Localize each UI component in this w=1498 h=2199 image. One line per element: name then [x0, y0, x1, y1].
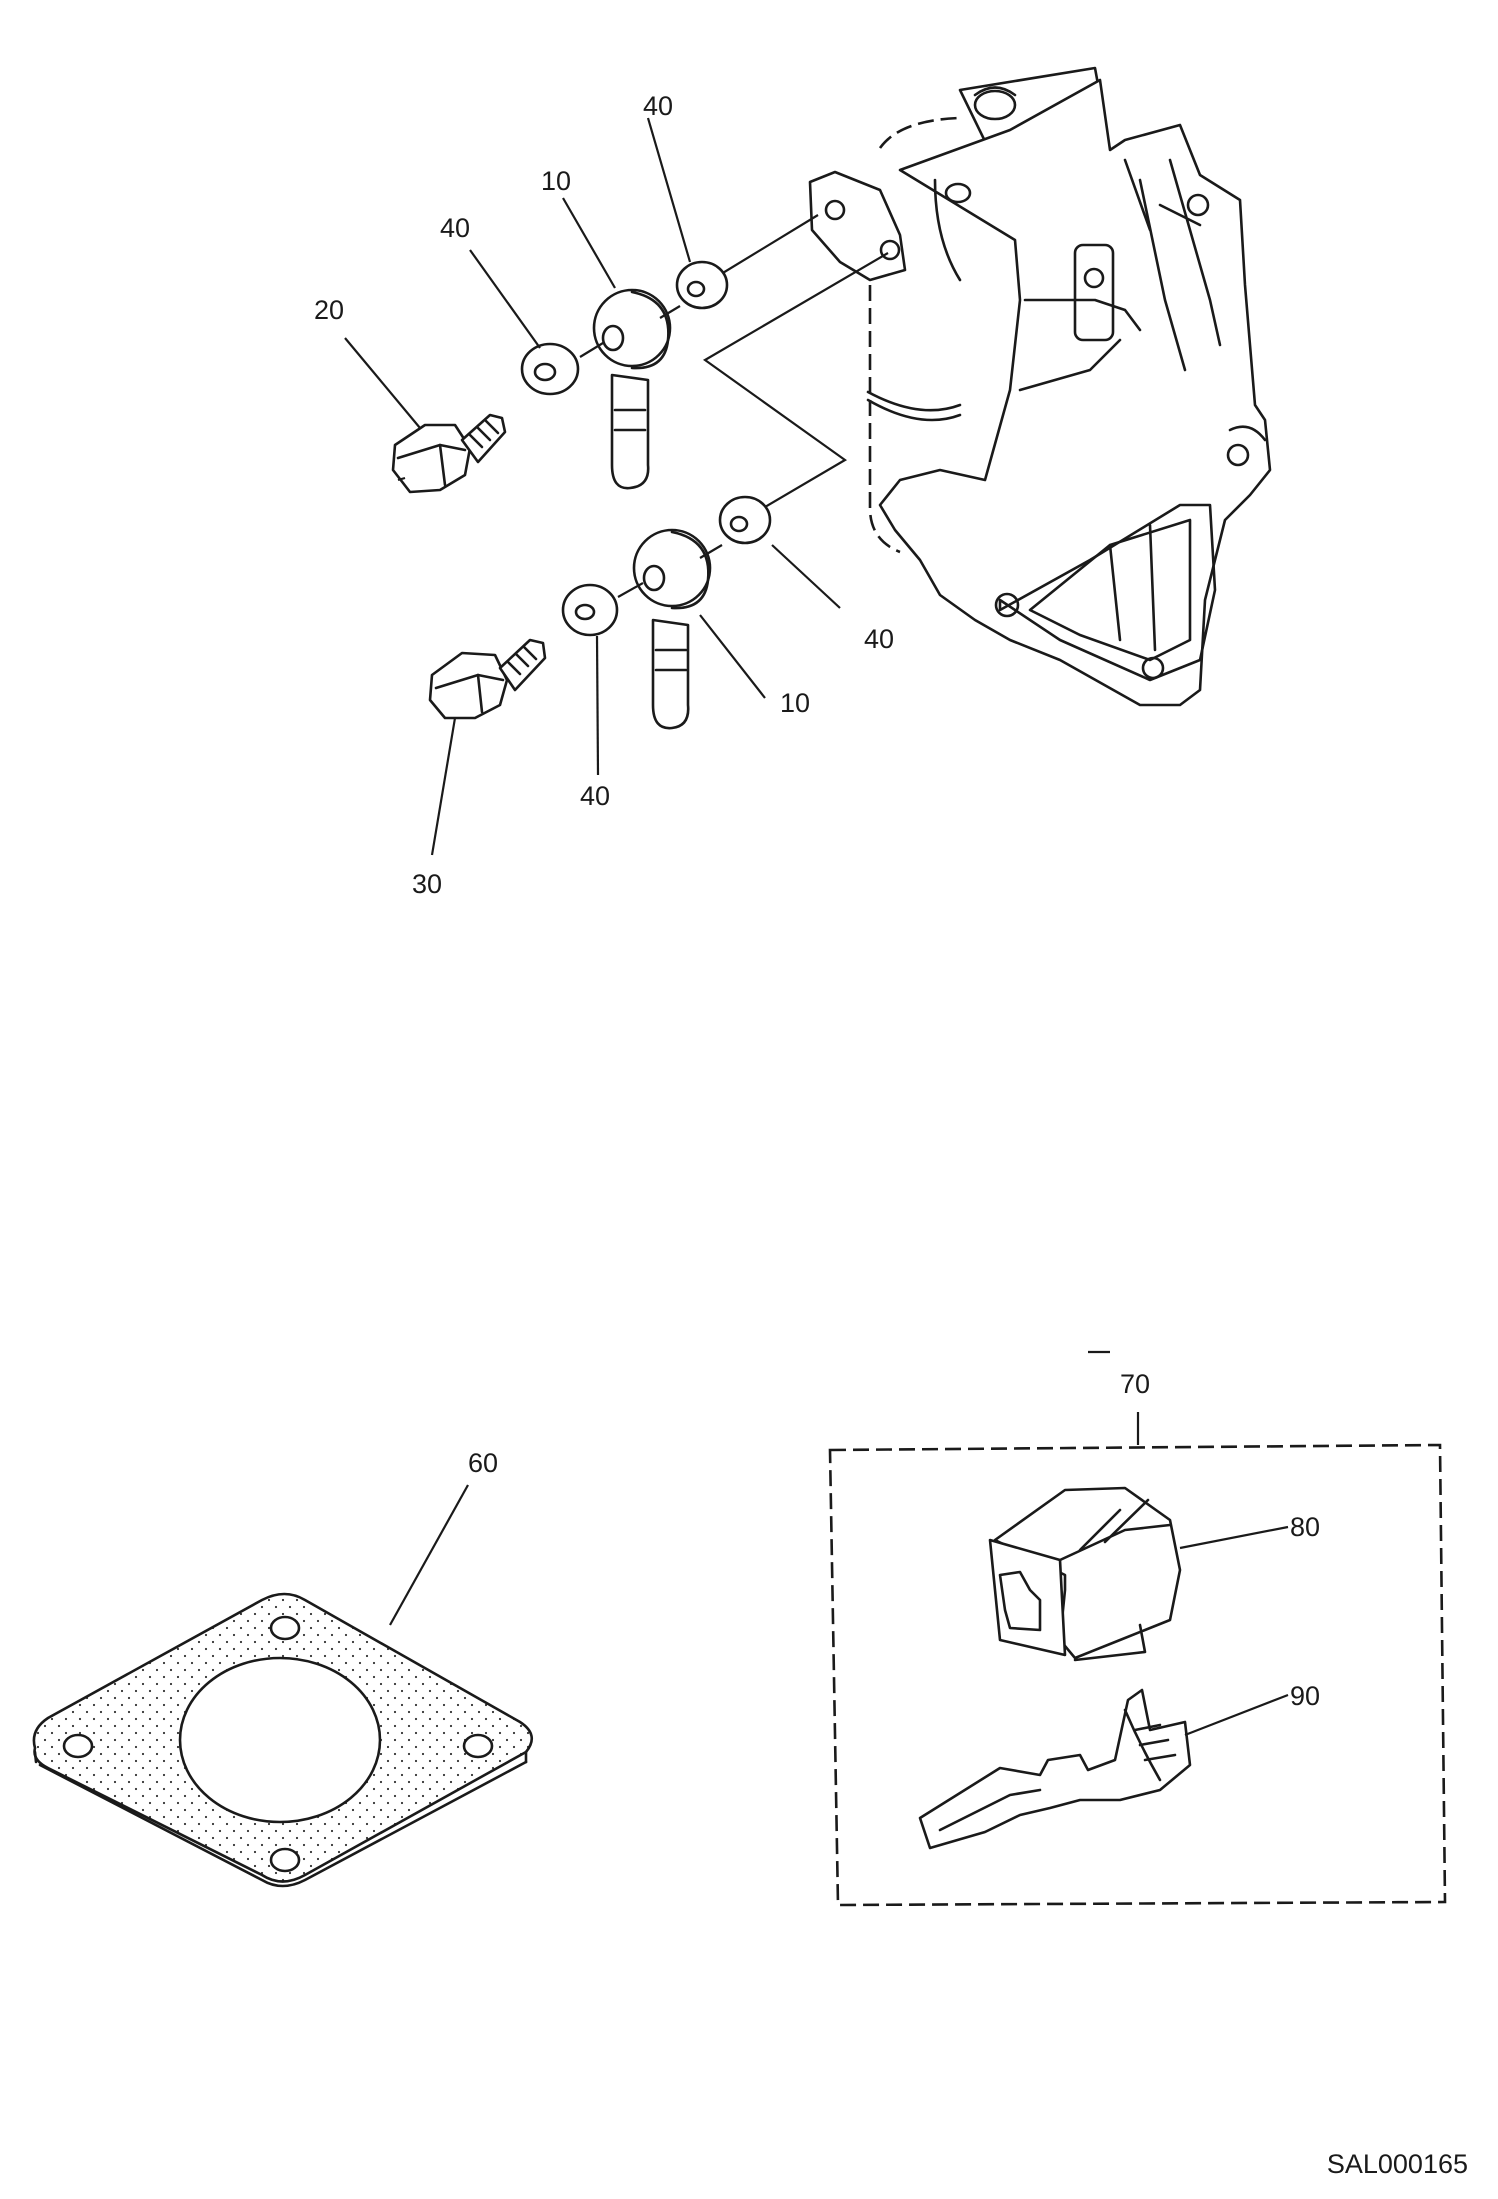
gasket-60	[32, 1484, 534, 1888]
drawing-reference-number: SAL000165	[1327, 2149, 1468, 2179]
callout-30: 30	[412, 869, 442, 899]
callout-10-lower: 10	[780, 688, 810, 718]
bracket-housing	[702, 66, 1272, 707]
connector-housing-80	[988, 1486, 1289, 1662]
leader-lines-upper	[344, 117, 841, 856]
callout-70: 70	[1120, 1369, 1150, 1399]
callout-40-left: 40	[440, 213, 470, 243]
connector-kit-70	[828, 1350, 1447, 1907]
callout-60: 60	[468, 1448, 498, 1478]
bolt-30	[428, 638, 547, 720]
callout-10-upper: 10	[541, 166, 571, 196]
upper-banjo-assembly	[391, 260, 729, 494]
lower-banjo-assembly	[428, 495, 772, 730]
callout-20: 20	[314, 295, 344, 325]
callouts: 40 10 40 20 40 10 40 30 60 70 80 90	[314, 91, 1320, 1711]
terminal-90	[918, 1688, 1289, 1850]
banjo-fitting-lower	[617, 528, 723, 730]
callout-40-top: 40	[643, 91, 673, 121]
callout-40-bottom: 40	[580, 781, 610, 811]
washer-upper-left	[520, 342, 580, 396]
callout-40-right: 40	[864, 624, 894, 654]
washer-upper-right	[675, 260, 729, 310]
washer-lower-left	[561, 583, 619, 637]
washer-lower-right	[718, 495, 772, 545]
callout-90: 90	[1290, 1681, 1320, 1711]
bolt-20	[391, 413, 507, 494]
banjo-fitting-upper	[579, 288, 681, 490]
callout-80: 80	[1290, 1512, 1320, 1542]
